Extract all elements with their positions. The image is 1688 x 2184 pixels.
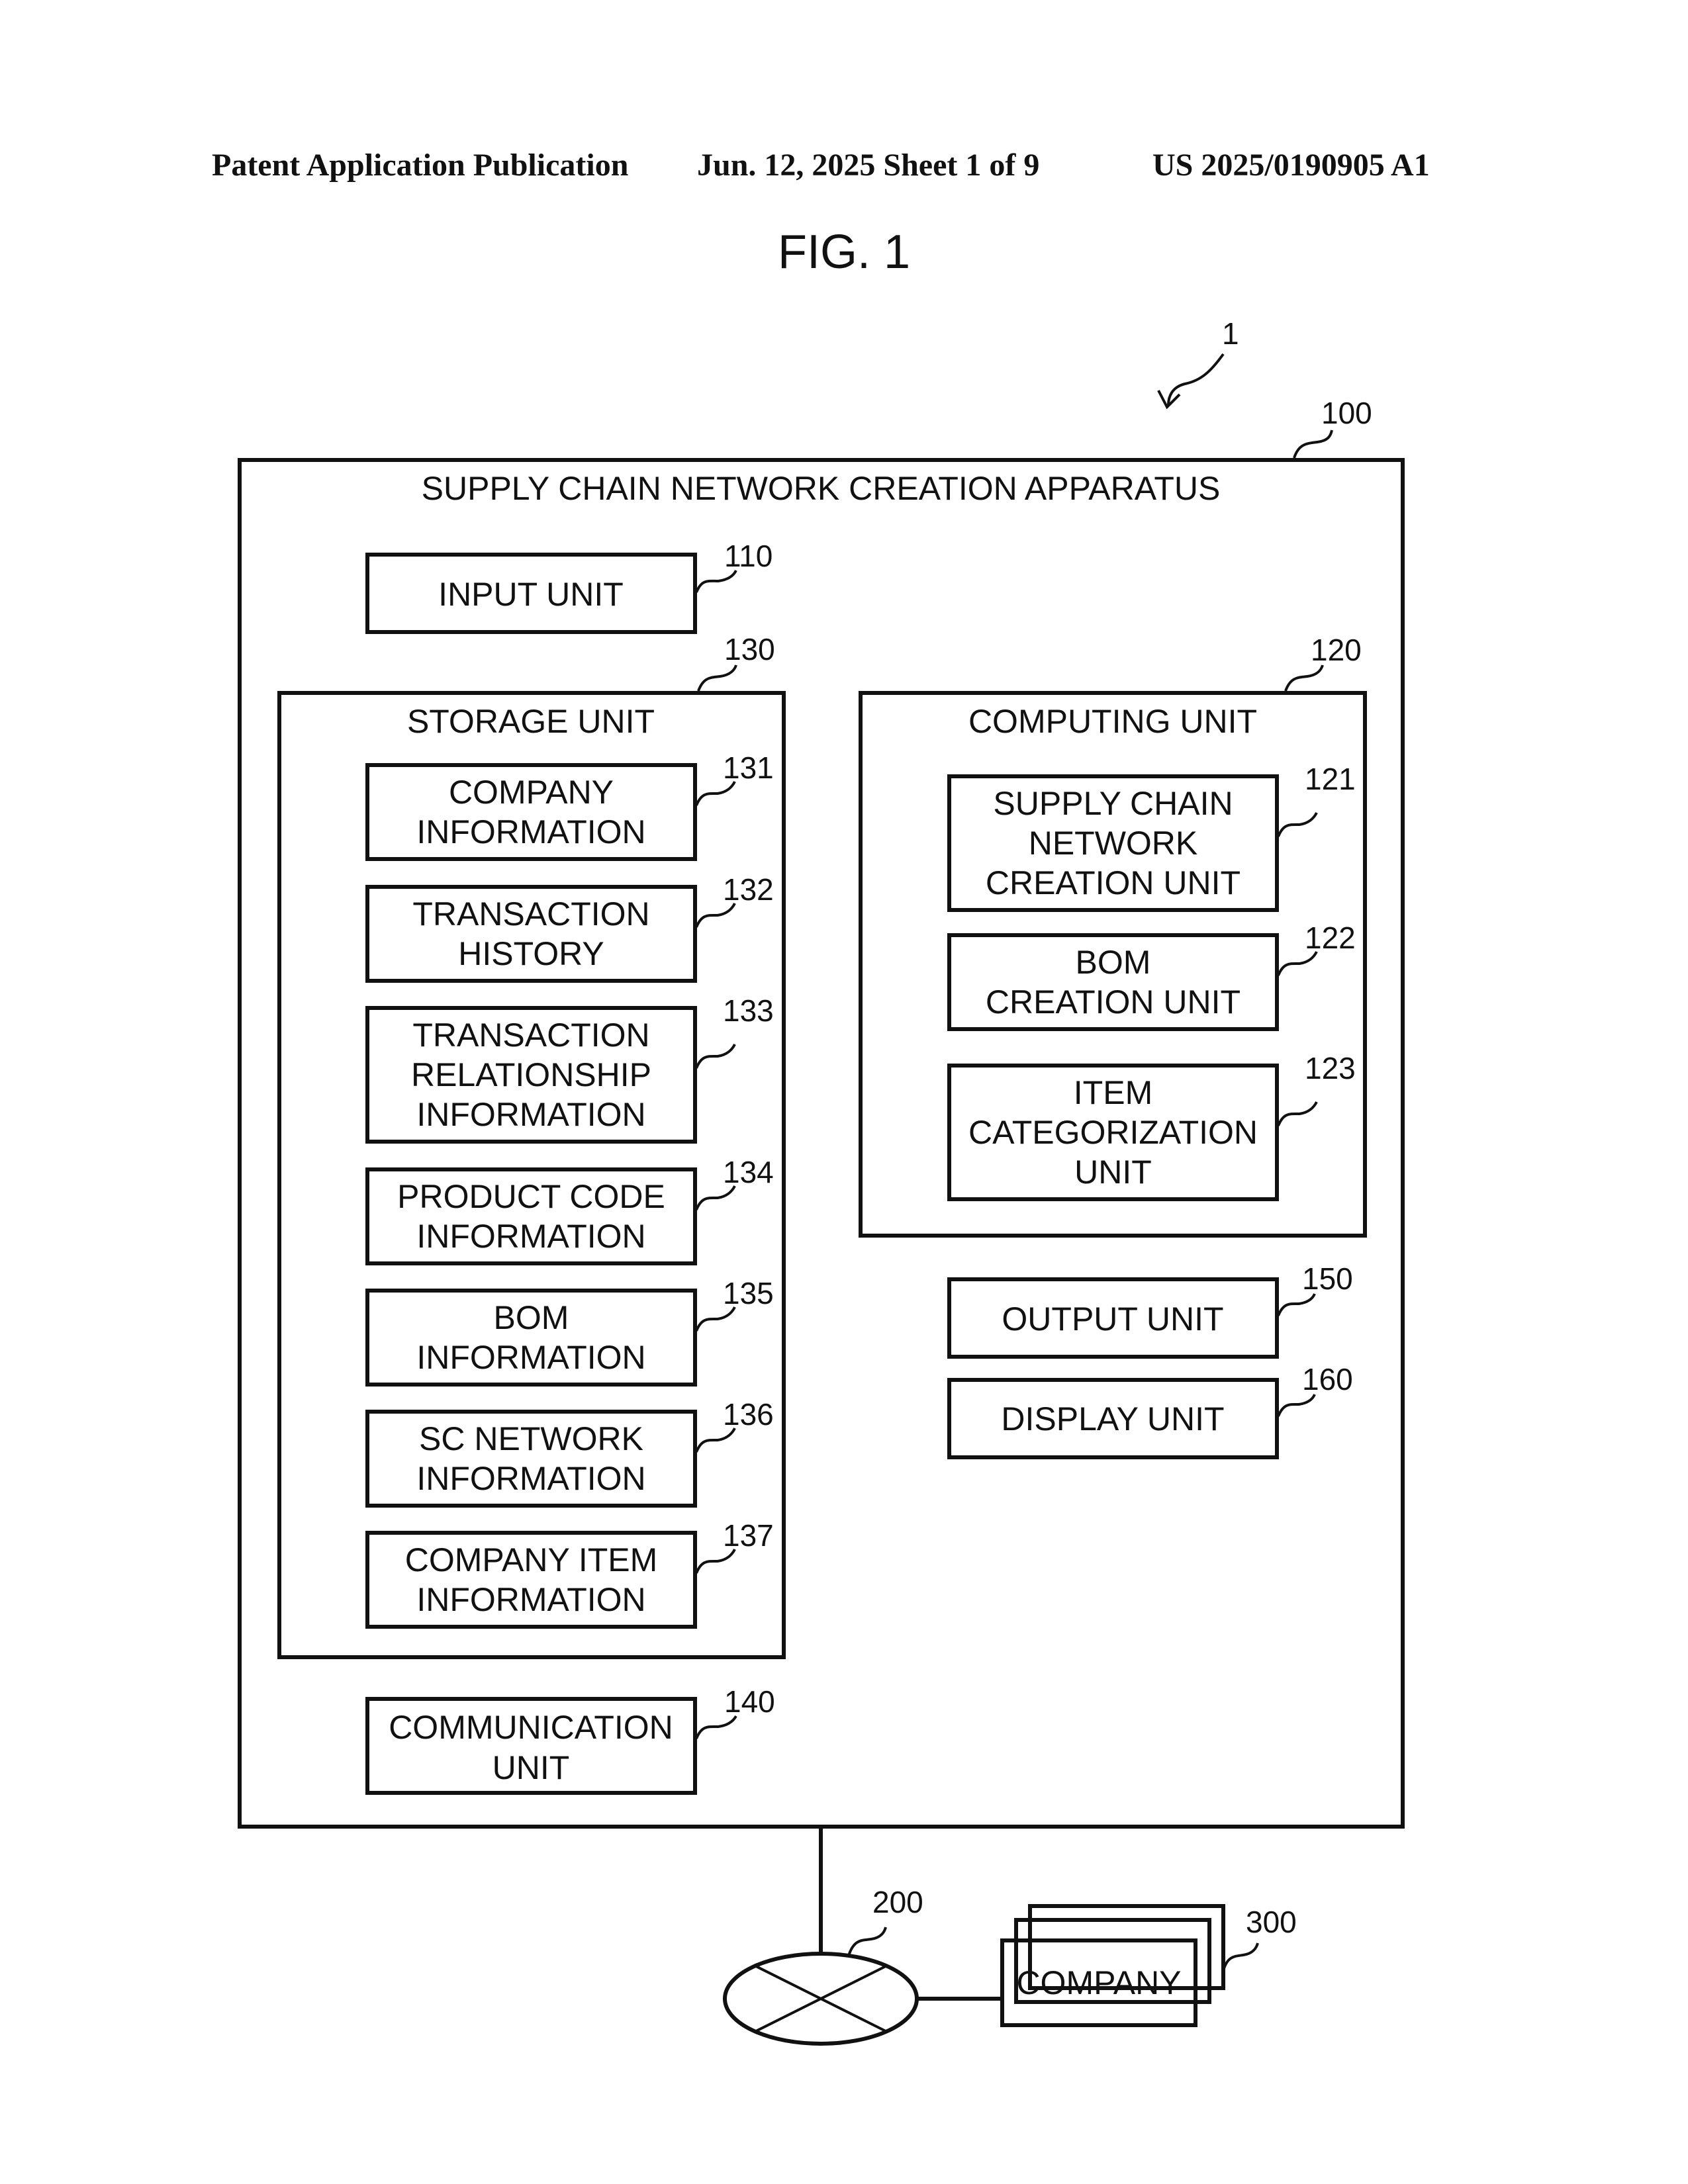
sub-unit-label-line: PRODUCT CODE [397, 1178, 665, 1215]
sub-unit-121: SUPPLY CHAINNETWORKCREATION UNIT 121 [949, 762, 1356, 910]
sub-unit-leader [696, 1428, 735, 1452]
network-leader [849, 1927, 886, 1956]
sub-unit-label-line: INFORMATION [416, 813, 645, 850]
apparatus-ref-label: 100 [1321, 396, 1372, 430]
sub-unit-label-line: COMPANY [449, 774, 614, 811]
input-unit-label: INPUT UNIT [438, 576, 624, 613]
input-unit-leader [696, 570, 736, 592]
sub-unit-137: COMPANY ITEMINFORMATION 137 [367, 1518, 774, 1627]
sub-unit-133: TRANSACTIONRELATIONSHIPINFORMATION 133 [367, 993, 774, 1142]
sub-unit-ref: 133 [723, 993, 774, 1028]
sub-unit-label-line: INFORMATION [416, 1096, 645, 1133]
company: COMPANY 300 [1002, 1905, 1297, 2025]
sub-unit-label-line: UNIT [1074, 1154, 1152, 1191]
sub-unit-label-line: HISTORY [458, 935, 604, 972]
sub-unit-label-line: BOM [1076, 944, 1151, 981]
sub-unit-leader [1278, 1102, 1317, 1126]
sub-unit-label-line: INFORMATION [416, 1581, 645, 1618]
sub-unit-label-line: SUPPLY CHAIN [993, 785, 1233, 822]
sub-unit-label-line: INFORMATION [416, 1339, 645, 1376]
sub-unit-ref: 137 [723, 1518, 774, 1553]
sub-unit-leader [696, 1044, 735, 1068]
display-unit-ref: 160 [1302, 1362, 1353, 1396]
sub-unit-ref: 135 [723, 1276, 774, 1310]
sub-unit-label-line: ITEM [1074, 1074, 1152, 1111]
company-ref: 300 [1246, 1905, 1297, 1939]
sub-unit-122: BOMCREATION UNIT 122 [949, 921, 1356, 1029]
sub-unit-134: PRODUCT CODEINFORMATION 134 [367, 1155, 774, 1263]
apparatus-leader [1294, 430, 1332, 458]
communication-unit-label-line1: COMMUNICATION [389, 1709, 673, 1746]
sub-unit-label-line: NETWORK [1029, 825, 1198, 862]
computing-unit: COMPUTING UNIT 120 SUPPLY CHAINNETWORKCR… [861, 633, 1365, 1236]
storage-unit-title: STORAGE UNIT [407, 703, 655, 740]
communication-unit-leader [696, 1716, 736, 1739]
sub-unit-label-line: CATEGORIZATION [968, 1114, 1258, 1151]
sub-unit-label-line: CREATION UNIT [986, 983, 1241, 1021]
computing-unit-ref: 120 [1311, 633, 1362, 667]
communication-unit: COMMUNICATION UNIT 140 [367, 1684, 775, 1793]
sub-unit-135: BOMINFORMATION 135 [367, 1276, 774, 1385]
sub-unit-ref: 132 [723, 872, 774, 907]
network: 200 [725, 1885, 923, 2044]
sub-unit-label-line: INFORMATION [416, 1218, 645, 1255]
computing-unit-leader [1286, 665, 1323, 691]
sub-unit-label-line: TRANSACTION [412, 1017, 649, 1054]
sub-unit-leader [696, 782, 735, 805]
network-ref: 200 [872, 1885, 923, 1919]
sub-unit-123: ITEMCATEGORIZATIONUNIT 123 [949, 1051, 1356, 1199]
company-label: COMPANY [1016, 1964, 1181, 2001]
sub-unit-ref: 122 [1305, 921, 1356, 955]
storage-unit: STORAGE UNIT 130 COMPANYINFORMATION131TR… [279, 632, 784, 1657]
company-leader [1223, 1943, 1258, 1971]
sub-unit-label-line: TRANSACTION [412, 895, 649, 933]
sub-unit-132: TRANSACTIONHISTORY 132 [367, 872, 774, 981]
sub-unit-label-line: SC NETWORK [419, 1420, 643, 1457]
sub-unit-ref: 131 [723, 751, 774, 785]
input-unit-ref: 110 [724, 539, 773, 573]
output-unit-ref: 150 [1302, 1261, 1353, 1296]
sub-unit-ref: 134 [723, 1155, 774, 1189]
storage-unit-leader [698, 665, 736, 691]
communication-unit-label-line2: UNIT [492, 1749, 570, 1786]
sub-unit-leader [696, 1549, 735, 1573]
display-unit-leader [1278, 1394, 1315, 1416]
sub-unit-ref: 136 [723, 1397, 774, 1432]
sub-unit-leader [696, 903, 735, 927]
apparatus-title: SUPPLY CHAIN NETWORK CREATION APPARATUS [422, 470, 1221, 507]
sub-unit-leader [696, 1186, 735, 1210]
output-unit-leader [1278, 1294, 1315, 1316]
storage-unit-ref: 130 [724, 632, 775, 666]
input-unit: INPUT UNIT 110 [367, 539, 773, 632]
sub-unit-leader [1278, 952, 1317, 976]
sub-unit-leader [1278, 813, 1317, 837]
communication-unit-ref: 140 [724, 1684, 775, 1719]
sub-unit-136: SC NETWORKINFORMATION 136 [367, 1397, 774, 1506]
output-unit: OUTPUT UNIT 150 [949, 1261, 1353, 1357]
sub-unit-leader [696, 1307, 735, 1331]
output-unit-label: OUTPUT UNIT [1002, 1300, 1223, 1338]
system-ref-label: 1 [1222, 316, 1239, 351]
computing-unit-title: COMPUTING UNIT [968, 703, 1257, 740]
sub-unit-ref: 121 [1305, 762, 1356, 796]
display-unit-label: DISPLAY UNIT [1001, 1400, 1224, 1437]
sub-unit-label-line: BOM [494, 1299, 569, 1336]
sub-unit-label-line: INFORMATION [416, 1460, 645, 1497]
sub-unit-label-line: CREATION UNIT [986, 864, 1241, 901]
sub-unit-131: COMPANYINFORMATION 131 [367, 751, 774, 859]
sub-unit-label-line: COMPANY ITEM [405, 1541, 658, 1578]
sub-unit-ref: 123 [1305, 1051, 1356, 1085]
sub-unit-label-line: RELATIONSHIP [411, 1056, 651, 1093]
display-unit: DISPLAY UNIT 160 [949, 1362, 1353, 1457]
